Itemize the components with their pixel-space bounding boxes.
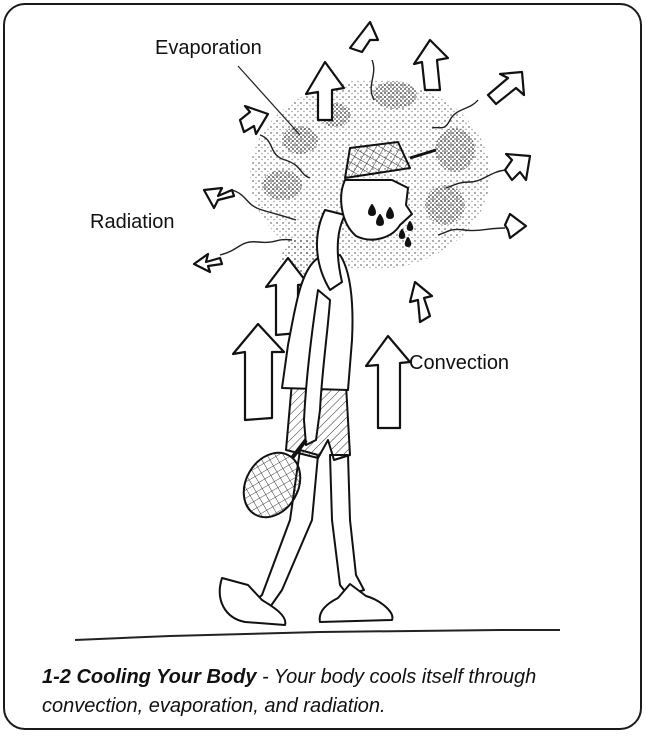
convection-arrow: [366, 336, 410, 428]
radiation-arrow: [505, 214, 526, 238]
right-leg: [330, 455, 364, 595]
ground-line: [75, 630, 560, 640]
caption-title: 1-2 Cooling Your Body: [42, 666, 256, 688]
radiation-arrow: [204, 188, 234, 208]
convection-arrow: [233, 324, 284, 420]
caption-separator: -: [256, 666, 273, 688]
evaporation-arrow: [414, 40, 448, 90]
radiation-label: Radiation: [90, 211, 175, 234]
radiation-arrow: [505, 154, 530, 180]
convection-label: Convection: [409, 352, 509, 375]
convection-arrow: [410, 282, 432, 322]
evaporation-arrow: [240, 106, 268, 134]
right-shoe: [320, 584, 393, 622]
evaporation-arrow: [350, 22, 378, 52]
evaporation-arrow: [488, 72, 524, 104]
radiation-arrow: [194, 254, 222, 272]
figure-caption: 1-2 Cooling Your Body - Your body cools …: [42, 663, 632, 721]
evaporation-label: Evaporation: [155, 37, 262, 60]
